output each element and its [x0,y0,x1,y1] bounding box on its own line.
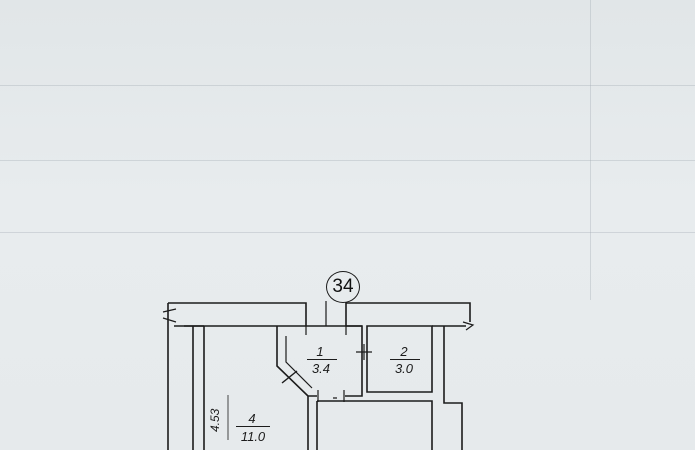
room-2-number: 2 [400,344,408,359]
room-1-number: 1 [316,344,324,359]
dimension-label: 4.53 [208,408,222,432]
room-2-fraction-line [390,359,420,360]
wall-break [462,321,475,331]
paper-ruling-line [0,160,695,161]
paper-ruling-line [0,232,695,233]
paper-ruling-line [590,0,591,300]
room-2-outline [366,325,433,393]
left-wall [192,326,205,450]
room-4-fraction-line [236,426,270,427]
room-4-area: 11.0 [240,429,266,444]
door-tick-room-1-2 [356,344,372,360]
outer-wall [167,302,471,450]
door-swing-room-1 [281,370,298,384]
room-1-area: 3.4 [311,361,331,376]
room-1-inner [285,326,347,389]
room-1-fraction-line [307,359,337,360]
door-tick-room-1 [317,390,345,402]
lower-room-outline [316,400,433,450]
room-2-area: 3.0 [394,361,414,376]
room-1-outline [276,325,363,450]
right-wall [443,326,463,450]
paper-ruling-line [0,85,695,86]
room-4-number: 4 [248,411,256,426]
wall-break [162,308,177,323]
section-marker: 34 [326,271,360,303]
